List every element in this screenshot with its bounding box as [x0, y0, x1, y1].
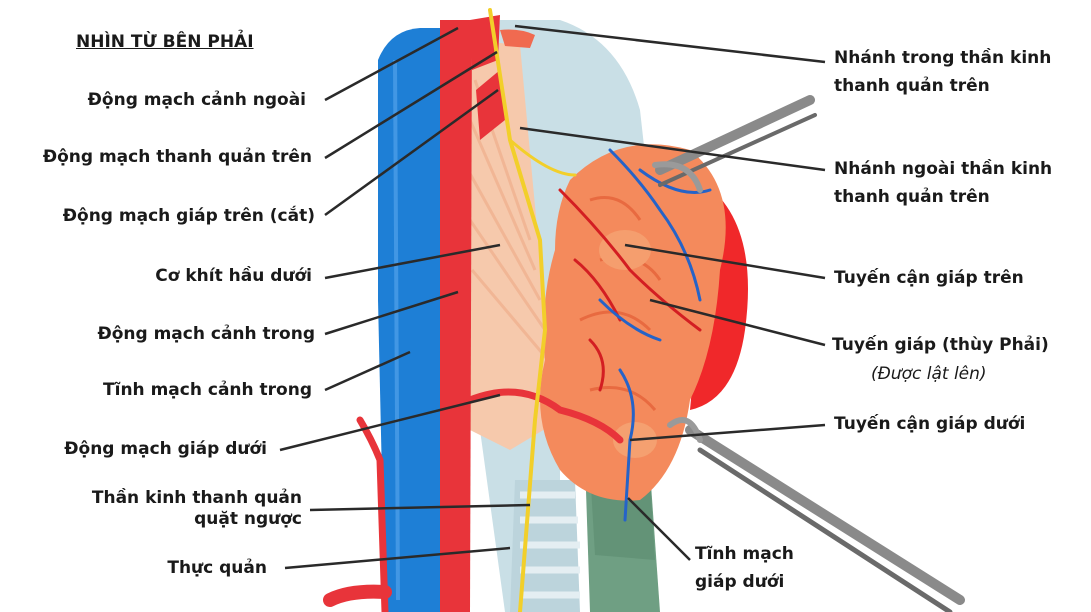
label-inferior-thyroid-vein-line1: Tĩnh mạch: [695, 540, 794, 568]
label-thyroid-flipped-note: (Được lật lên): [871, 362, 987, 386]
label-inferior-thyroid-artery: Động mạch giáp dưới: [64, 437, 267, 461]
label-recurrent-laryngeal-line2: quặt ngược: [92, 509, 302, 530]
label-inferior-thyroid-vein: Tĩnh mạch giáp dưới: [695, 540, 794, 596]
label-external-carotid: Động mạch cảnh ngoài: [88, 88, 306, 112]
label-superior-thyroid-artery: Động mạch giáp trên (cắt): [63, 204, 315, 228]
label-inferior-constrictor: Cơ khít hầu dưới: [155, 264, 312, 288]
label-recurrent-laryngeal-nerve: Thần kinh thanh quản quặt ngược: [92, 488, 302, 530]
label-external-branch-line2: thanh quản trên: [834, 183, 1052, 211]
label-internal-branch-nerve: Nhánh trong thần kinh thanh quản trên: [834, 44, 1051, 100]
label-esophagus: Thực quản: [167, 556, 267, 580]
label-thyroid-right-lobe: Tuyến giáp (thùy Phải): [832, 333, 1049, 357]
label-inferior-parathyroid: Tuyến cận giáp dưới: [834, 412, 1025, 436]
label-superior-laryngeal-artery: Động mạch thanh quản trên: [43, 145, 312, 169]
label-superior-parathyroid: Tuyến cận giáp trên: [834, 266, 1024, 290]
label-recurrent-laryngeal-line1: Thần kinh thanh quản: [92, 488, 302, 509]
label-internal-jugular: Tĩnh mạch cảnh trong: [103, 378, 312, 402]
label-external-branch-line1: Nhánh ngoài thần kinh: [834, 155, 1052, 183]
label-inferior-thyroid-vein-line2: giáp dưới: [695, 568, 794, 596]
view-heading: NHÌN TỪ BÊN PHẢI: [76, 30, 254, 54]
label-internal-branch-line2: thanh quản trên: [834, 72, 1051, 100]
label-internal-carotid: Động mạch cảnh trong: [97, 322, 315, 346]
label-external-branch-nerve: Nhánh ngoài thần kinh thanh quản trên: [834, 155, 1052, 211]
label-internal-branch-line1: Nhánh trong thần kinh: [834, 44, 1051, 72]
